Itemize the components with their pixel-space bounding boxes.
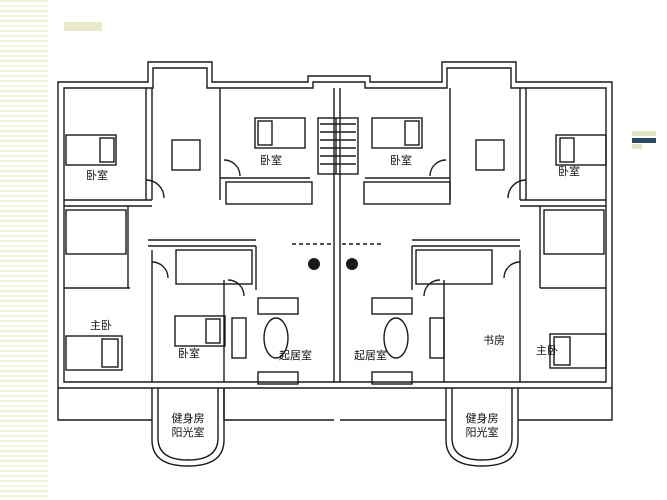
label-gym-right-line2: 阳光室 bbox=[465, 426, 499, 439]
label-living-right: 起居室 bbox=[354, 349, 387, 362]
label-study: 书房 bbox=[483, 334, 505, 347]
inner-wall bbox=[63, 67, 607, 383]
label-gym-left-line1: 健身房 bbox=[171, 412, 205, 425]
label-master-right: 主卧 bbox=[536, 344, 558, 357]
label-bedroom-topcenter-right: 卧室 bbox=[390, 154, 412, 167]
label-master-left: 主卧 bbox=[90, 319, 112, 332]
label-bedroom-topcenter-left: 卧室 bbox=[260, 154, 282, 167]
bay-left bbox=[151, 388, 225, 467]
right-marker bbox=[632, 131, 656, 149]
label-bedroom-topright: 卧室 bbox=[558, 165, 580, 178]
label-living-left: 起居室 bbox=[279, 349, 312, 362]
label-gym-right: 健身房 阳光室 bbox=[462, 412, 502, 440]
label-gym-left: 健身房 阳光室 bbox=[168, 412, 208, 440]
left-stripe-decoration bbox=[0, 0, 48, 500]
title-placeholder-bar bbox=[64, 22, 102, 31]
bay-right bbox=[445, 388, 519, 467]
label-gym-right-line1: 健身房 bbox=[465, 412, 499, 425]
label-bedroom-middle: 卧室 bbox=[178, 347, 200, 360]
outer-wall bbox=[57, 61, 613, 389]
label-bedroom-topleft: 卧室 bbox=[86, 169, 108, 182]
label-gym-left-line2: 阳光室 bbox=[171, 426, 205, 439]
